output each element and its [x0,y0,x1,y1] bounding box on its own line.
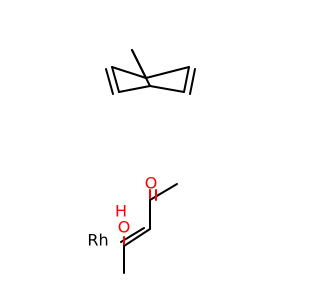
bond-c7-c4 [131,49,151,87]
bond-c5-c6 [183,66,190,93]
norbornadiene-structure [105,49,196,95]
bond-c2-c3 [111,66,120,93]
hydroxy-hydrogen-label: H [115,202,127,221]
hydroxy-oxygen-label: O [118,218,131,237]
bond-c3-c4 [118,85,151,93]
bond-c1-c2 [111,66,147,79]
bond-c2-c3-double [105,68,114,95]
chemical-structure-diagram: O O H Rh [87,49,196,274]
bond-c5-c6-double [189,68,196,95]
rhodium-label: Rh [87,231,108,250]
carbonyl-oxygen-label: O [145,174,158,193]
bond-c4-c5 [149,85,185,93]
bond-c6-c1 [145,66,190,79]
bond-ch3-c-carbonyl [149,183,178,201]
acac-rh-structure: O O H Rh [87,174,178,274]
bond-ch-c-enol [123,228,151,247]
